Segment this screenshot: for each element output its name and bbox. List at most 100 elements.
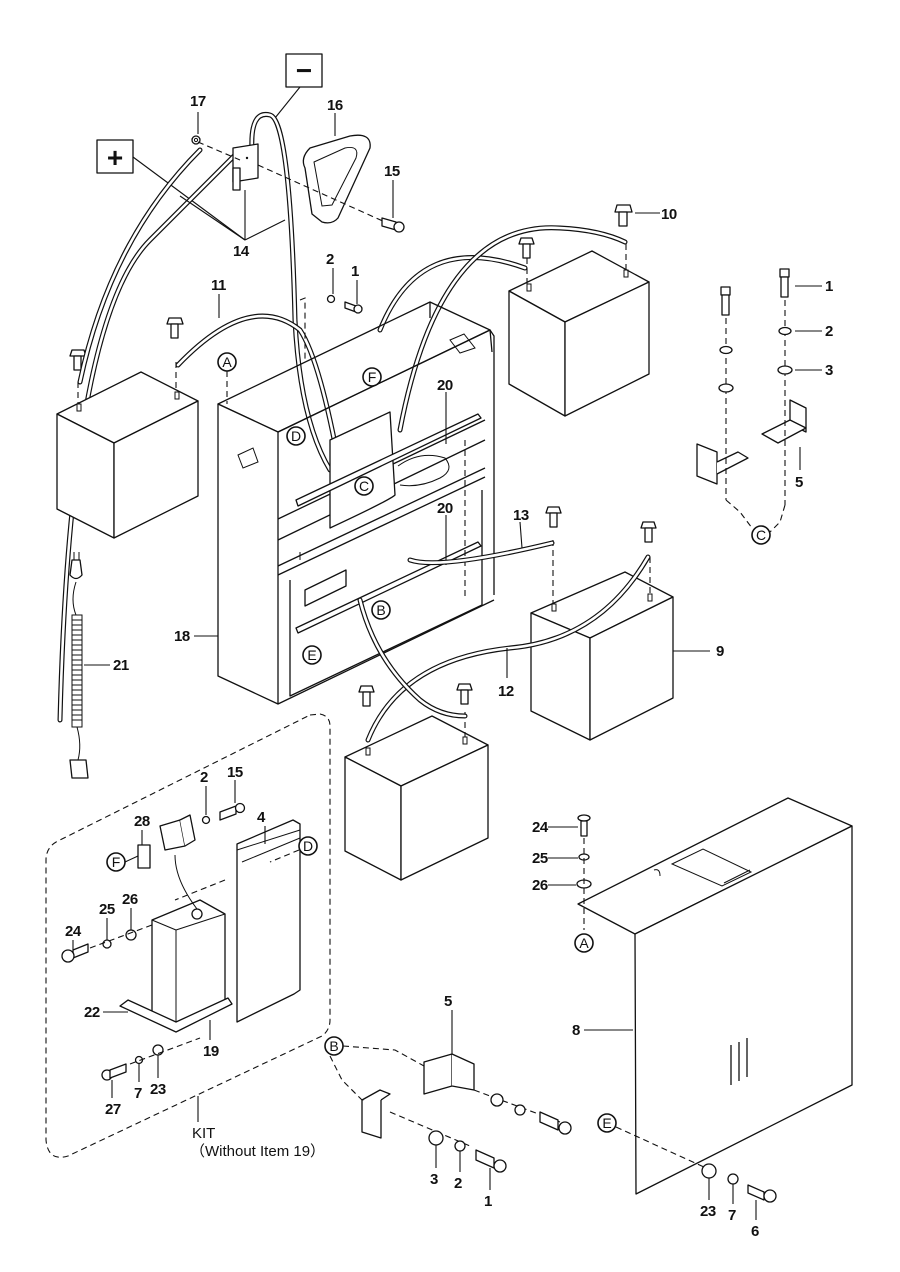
bolt-11b — [166, 317, 184, 339]
bracket-28 — [137, 844, 151, 869]
callout-20-lower: 20 — [437, 500, 453, 517]
callout-24-kit: 24 — [65, 923, 82, 940]
callout-7-kit: 7 — [134, 1085, 142, 1102]
callout-22: 22 — [84, 1004, 100, 1021]
ref-marker-A-frame: A — [217, 352, 237, 372]
part-15-screw — [381, 217, 405, 233]
callout-16: 16 — [327, 97, 343, 114]
screw-1-b-upper — [539, 1111, 572, 1135]
ref-marker-C-bracket: C — [751, 525, 771, 545]
ref-marker-D-kit: D — [298, 836, 318, 856]
callout-2-right: 2 — [825, 323, 833, 340]
ref-marker-B-frame: B — [371, 600, 391, 620]
callout-2-kit: 2 — [200, 769, 208, 786]
kit-boundary — [45, 713, 331, 1158]
washer-2-kit — [201, 815, 211, 825]
callout-25-kit: 25 — [99, 901, 115, 918]
battery-top-right — [508, 250, 650, 417]
svg-text:A: A — [222, 354, 232, 370]
washer-2-bottom — [454, 1140, 466, 1152]
callout-21: 21 — [113, 657, 129, 674]
callout-1-right: 1 — [825, 278, 833, 295]
callout-13: 13 — [513, 507, 529, 524]
svg-text:C: C — [359, 478, 369, 494]
bracket-bottom-left — [361, 1089, 391, 1139]
charger-plug-connector — [57, 111, 333, 723]
bolt-bottom-b — [456, 683, 473, 705]
callout-3-bottom: 3 — [430, 1171, 438, 1188]
washer-23-cover — [701, 1163, 717, 1179]
mounting-plate-4 — [236, 819, 301, 1023]
svg-text:D: D — [303, 838, 313, 854]
plus-sign: + — [107, 142, 123, 173]
battery-top-left — [56, 371, 199, 539]
part-1-screw-top — [344, 301, 363, 314]
screw-27-kit — [101, 1063, 127, 1081]
battery-bottom-middle — [344, 715, 489, 881]
bolt-13 — [545, 506, 562, 528]
svg-text:B: B — [376, 602, 385, 618]
screw-c-right — [779, 268, 790, 298]
callout-1-top: 1 — [351, 263, 359, 280]
callout-7-cover: 7 — [728, 1207, 736, 1224]
bracket-c-right — [761, 399, 807, 444]
callout-23-kit: 23 — [150, 1081, 166, 1098]
screw-15-kit — [219, 802, 246, 821]
callout-24-cover: 24 — [532, 819, 549, 836]
negative-terminal-label: − — [285, 53, 323, 88]
power-cord — [69, 552, 89, 779]
callout-27: 27 — [105, 1101, 121, 1118]
battery-box-frame — [217, 297, 495, 705]
ref-marker-F-kit: F — [106, 852, 126, 872]
screw-24-cover — [577, 814, 591, 837]
ref-marker-D-frame: D — [286, 426, 306, 446]
callout-14: 14 — [233, 243, 250, 260]
callout-4: 4 — [257, 809, 266, 826]
ref-marker-B-bracket: B — [324, 1036, 344, 1056]
washer-3-bottom — [428, 1130, 444, 1146]
bolt-10a — [518, 237, 535, 259]
svg-text:F: F — [112, 854, 121, 870]
callout-18: 18 — [174, 628, 190, 645]
callout-26-cover: 26 — [532, 877, 548, 894]
callout-25-cover: 25 — [532, 850, 548, 867]
ref-marker-E-cover: E — [597, 1113, 617, 1133]
callout-15-kit: 15 — [227, 764, 243, 781]
screw-c-left — [720, 286, 731, 316]
washer-26-kit — [125, 929, 137, 941]
bracket-5-bottom — [423, 1053, 475, 1095]
part-16-handle — [302, 134, 371, 224]
ref-marker-C-frame: C — [354, 476, 374, 496]
battery-mid-right — [530, 571, 674, 741]
callout-23-cover: 23 — [700, 1203, 716, 1220]
kit-note: （Without Item 19） — [190, 1143, 325, 1160]
screw-6-cover — [747, 1184, 777, 1203]
callout-28: 28 — [134, 813, 150, 830]
cover-panel-8 — [577, 797, 853, 1195]
svg-text:A: A — [579, 935, 589, 951]
washer-7-kit — [134, 1055, 144, 1065]
positive-terminal-label: + — [96, 139, 134, 174]
callout-20-upper: 20 — [437, 377, 453, 394]
svg-text:D: D — [291, 428, 301, 444]
callout-1-bottom: 1 — [484, 1193, 492, 1210]
screw-1-b-lower — [475, 1149, 507, 1173]
bolt-12 — [640, 521, 657, 543]
callout-12: 12 — [498, 683, 514, 700]
charger-unit-22 — [119, 814, 233, 1033]
part-2-washer-top — [326, 294, 336, 304]
callout-5-bottom: 5 — [444, 993, 452, 1010]
ref-marker-E-frame: E — [302, 645, 322, 665]
washer-23-kit — [152, 1044, 164, 1056]
callout-19: 19 — [203, 1043, 219, 1060]
kit-label: KIT — [192, 1125, 215, 1142]
callout-9: 9 — [716, 643, 724, 660]
callout-2-top: 2 — [326, 251, 334, 268]
svg-text:E: E — [602, 1115, 611, 1131]
callout-17: 17 — [190, 93, 206, 110]
callout-3-right: 3 — [825, 362, 833, 379]
callout-6: 6 — [751, 1223, 759, 1240]
bracket-c-left — [696, 443, 749, 485]
minus-sign: − — [296, 55, 312, 86]
